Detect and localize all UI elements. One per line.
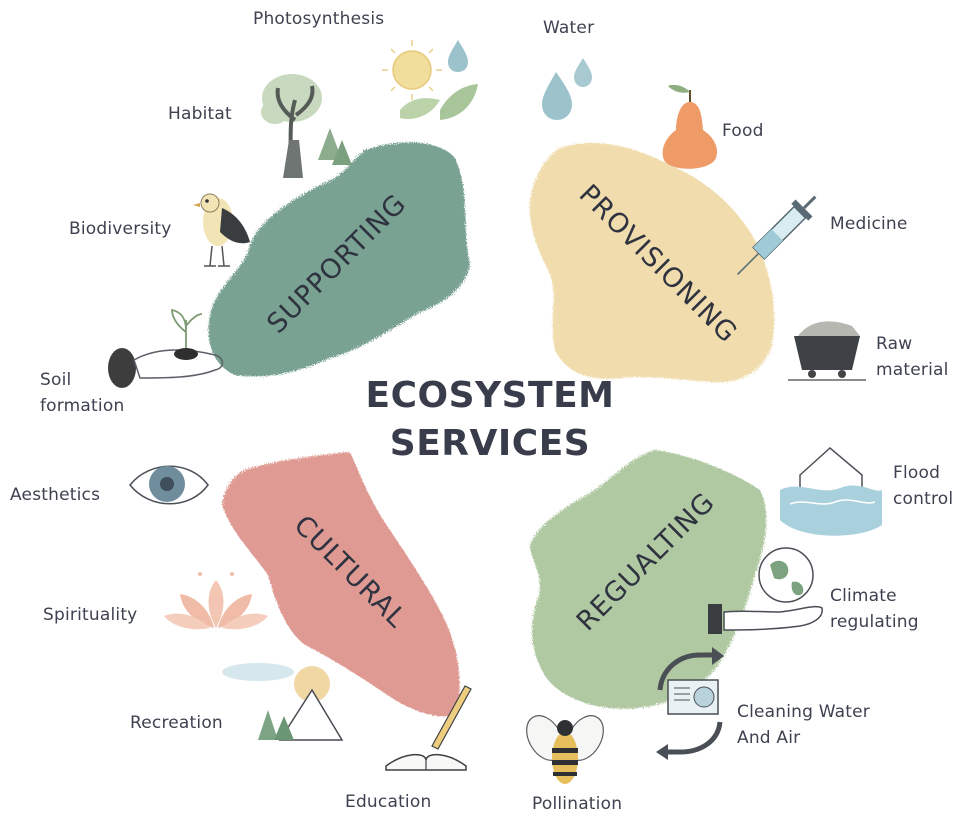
book-pen-icon bbox=[385, 685, 472, 771]
globe-hand-icon bbox=[708, 547, 823, 634]
label-climate-regulating-line-1: Climate bbox=[830, 586, 897, 606]
label-education: Education bbox=[345, 792, 432, 812]
sun-leaf-icon bbox=[382, 40, 478, 120]
lotus-icon bbox=[164, 572, 268, 630]
label-flood-control-line-2: control bbox=[893, 489, 954, 509]
eye-icon bbox=[129, 465, 209, 505]
label-aesthetics: Aesthetics bbox=[10, 485, 101, 505]
mountain-icon bbox=[222, 663, 344, 741]
title-line-2: SERVICES bbox=[389, 423, 591, 464]
tree-icon bbox=[261, 74, 352, 178]
label-cleaning-line-2: And Air bbox=[737, 728, 801, 748]
label-water: Water bbox=[543, 18, 595, 38]
label-pollination: Pollination bbox=[532, 794, 623, 814]
title-line-1: ECOSYSTEM bbox=[365, 375, 615, 416]
bird-icon bbox=[193, 193, 250, 267]
regulating-blob bbox=[530, 450, 767, 709]
label-biodiversity: Biodiversity bbox=[69, 219, 172, 239]
label-climate-regulating-line-2: regulating bbox=[830, 612, 919, 632]
diagram-title: ECOSYSTEM SERVICES bbox=[330, 372, 650, 468]
provisioning-blob bbox=[529, 143, 775, 383]
label-raw-material-line-1: Raw bbox=[876, 334, 913, 354]
water-drops-icon bbox=[542, 58, 592, 120]
syringe-icon bbox=[737, 195, 817, 275]
label-spirituality: Spirituality bbox=[43, 605, 138, 625]
label-medicine: Medicine bbox=[830, 214, 908, 234]
label-flood-control-line-1: Flood bbox=[893, 463, 941, 483]
label-food: Food bbox=[722, 121, 764, 141]
supporting-blob bbox=[208, 142, 470, 377]
soil-hand-icon bbox=[108, 308, 224, 388]
cultural-blob bbox=[222, 452, 460, 717]
pear-icon bbox=[662, 84, 718, 169]
label-soil-formation-line-2: formation bbox=[40, 396, 125, 416]
label-raw-material-line-2: material bbox=[876, 360, 949, 380]
mine-cart-icon bbox=[788, 321, 866, 381]
recycle-ac-icon bbox=[656, 647, 724, 760]
label-recreation: Recreation bbox=[130, 713, 223, 733]
bee-icon bbox=[526, 715, 604, 784]
label-photosynthesis: Photosynthesis bbox=[253, 9, 385, 29]
label-habitat: Habitat bbox=[168, 104, 232, 124]
flooded-house-icon bbox=[780, 447, 882, 536]
label-soil-formation-line-1: Soil bbox=[40, 370, 72, 390]
label-cleaning-line-1: Cleaning Water bbox=[737, 702, 870, 722]
